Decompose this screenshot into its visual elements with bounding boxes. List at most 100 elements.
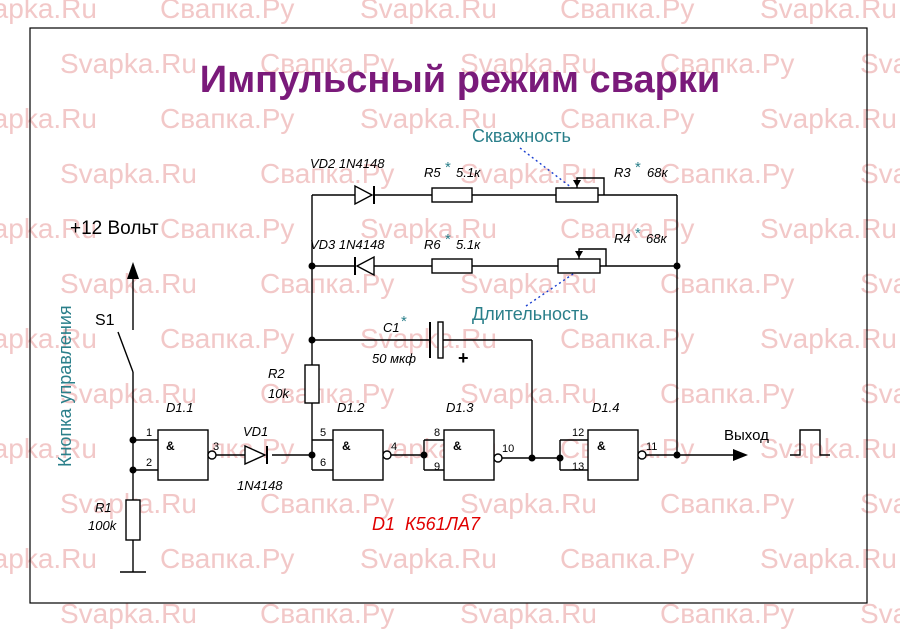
r3-ref: R3 (614, 165, 631, 180)
watermark-text: Svapka.Ru (760, 323, 897, 354)
gate-d1-1-pin-3: 3 (213, 441, 219, 453)
duty-cycle-annotation: Скважность (472, 126, 571, 146)
watermark-text: Свапка.Ру (560, 543, 694, 574)
watermark-text: Свапка.Ру (660, 378, 794, 409)
capacitor-c1-plate-right (437, 321, 444, 359)
gate-d1-2-pin-6: 6 (320, 457, 326, 469)
watermark-text: Свапка.Ру (660, 268, 794, 299)
vd3-label: VD3 1N4148 (310, 237, 385, 252)
watermark-text: Svapka.Ru (760, 543, 897, 574)
watermark-text: Svapka.Ru (460, 158, 597, 189)
gate-d1-4-pin-13: 13 (572, 461, 584, 473)
watermark-text: Свапка.Ру (160, 323, 294, 354)
r1-value: 100k (88, 518, 118, 533)
gate-d1-1-pin-2: 2 (146, 457, 152, 469)
gate-d1-1-ref: D1.1 (166, 400, 193, 415)
gate-d1-3 (443, 429, 495, 481)
r6-star: * (445, 231, 451, 248)
gate-d1-4 (587, 429, 639, 481)
watermark-text: Svapka.Ru (360, 543, 497, 574)
gate-d1-3-pin-9: 9 (434, 461, 440, 473)
watermark-text: Svapka.Ru (60, 378, 197, 409)
supply-arrow (127, 262, 139, 279)
supply-label: +12 Вольт (70, 218, 159, 239)
output-pulse-icon (790, 429, 830, 456)
vd1-ref: VD1 (243, 424, 268, 439)
watermark-text: Свапка.Ру (560, 103, 694, 134)
watermark-text: Свапка.Ру (160, 103, 294, 134)
watermark-text: Свапка.Ру (560, 323, 694, 354)
watermark-text: Свапка.Ру (660, 48, 794, 79)
potentiometer-r3 (555, 177, 605, 203)
r4-ref: R4 (614, 231, 631, 246)
watermark-text: Свапка.Ру (660, 158, 794, 189)
resistor-r5 (431, 187, 473, 203)
diode-vd2 (354, 184, 374, 206)
vd2-label: VD2 1N4148 (310, 156, 385, 171)
gate-d1-4-symbol: & (597, 439, 606, 453)
watermark-text: Свапка.Ру (260, 378, 394, 409)
r4-value: 68к (646, 231, 667, 246)
gate-d1-1-pin-1: 1 (146, 427, 152, 439)
control-button-label: Кнопка управления (55, 305, 75, 467)
watermark-text: Svapka.Ru (460, 48, 597, 79)
watermark-text: Svapka.Ru (460, 488, 597, 519)
gate-d1-3-symbol: & (453, 439, 462, 453)
r6-value: 5.1к (456, 237, 481, 252)
r2-ref: R2 (268, 366, 285, 381)
gate-d1-3-ref: D1.3 (446, 400, 474, 415)
watermark-text: Svapka.Ru (760, 0, 897, 24)
output-label: Выход (724, 427, 769, 444)
watermark-text: Svapka.Ru (0, 543, 97, 574)
watermark-text: Svapka.Ru (0, 433, 97, 464)
watermark-text: Svapka.Ru (60, 48, 197, 79)
gate-d1-4-pin-11: 11 (646, 441, 657, 453)
r3-star: * (635, 159, 641, 176)
potentiometer-r4 (557, 248, 607, 274)
gate-d1-4-inverter-bubble (637, 450, 647, 460)
gate-d1-1-inverter-bubble (207, 450, 217, 460)
watermark-text: Svapka.Ru (360, 213, 497, 244)
r5-ref: R5 (424, 165, 441, 180)
watermark-text: Svapka.Ru (360, 103, 497, 134)
watermark-text: Svapka.Ru (460, 378, 597, 409)
watermark-text: Свапка.Ру (560, 0, 694, 24)
diagram-frame (29, 27, 868, 604)
gate-d1-3-pin-8: 8 (434, 427, 440, 439)
watermark-text: Svapka.Ru (760, 213, 897, 244)
watermark-text: Svapka.Ru (0, 103, 97, 134)
watermark-text: Svapka.Ru (0, 213, 97, 244)
watermark-text: Свапка.Ру (560, 213, 694, 244)
watermark-text: Свапка.Ру (260, 48, 394, 79)
watermark-text: Svapka.Ru (760, 433, 897, 464)
gate-d1-3-pin-10: 10 (502, 443, 514, 455)
watermark-text: Svapka.Ru (0, 0, 97, 24)
watermark-text: Svapka.Ru (360, 323, 497, 354)
watermark-text: Svapka.Ru (60, 158, 197, 189)
duration-annotation: Длительность (472, 304, 589, 324)
resistor-r6 (431, 258, 473, 274)
gate-d1-2 (332, 429, 384, 481)
c1-value: 50 мкф (372, 351, 416, 366)
chip-note: D1 К561ЛА7 (372, 514, 481, 534)
gate-d1-2-inverter-bubble (382, 450, 392, 460)
watermark-text: Svapka.Ru (60, 268, 197, 299)
gate-d1-3-inverter-bubble (493, 453, 503, 463)
r1-ref: R1 (95, 500, 112, 515)
gate-d1-1 (157, 429, 209, 481)
resistor-r2 (304, 364, 320, 404)
gate-d1-2-symbol: & (342, 439, 351, 453)
watermark-text: Свапка.Ру (260, 488, 394, 519)
watermark-text: Свапка.Ру (160, 0, 294, 24)
gate-d1-2-ref: D1.2 (337, 400, 365, 415)
watermark-text: Свапка.Ру (160, 543, 294, 574)
r2-value: 10k (268, 386, 290, 401)
vd1-part: 1N4148 (237, 478, 283, 493)
watermark-text: Свапка.Ру (660, 488, 794, 519)
r5-value: 5.1к (456, 165, 481, 180)
c1-ref: C1 (383, 320, 400, 335)
watermark-text: Свапка.Ру (160, 213, 294, 244)
c1-star: * (401, 313, 407, 330)
